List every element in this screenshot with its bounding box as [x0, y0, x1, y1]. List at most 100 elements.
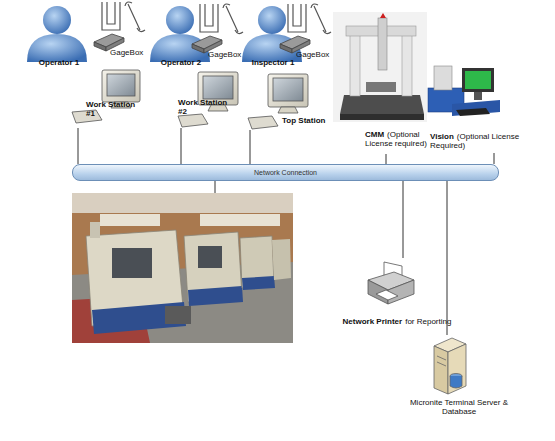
server-icon	[437, 362, 446, 366]
gagebox-device	[94, 42, 106, 51]
factory-photo	[100, 214, 160, 226]
person-icon	[27, 34, 87, 62]
node-label: for Reporting	[405, 317, 451, 326]
gauge-tools	[102, 2, 331, 34]
printer-icon	[376, 290, 398, 300]
computer-icon	[72, 70, 308, 129]
server-icon	[448, 344, 466, 394]
node-label: Network Printer	[343, 317, 403, 326]
factory-photo	[200, 214, 280, 226]
computer-icon	[203, 76, 233, 99]
node-label: Operator 2	[150, 58, 212, 67]
gagebox-device	[192, 44, 204, 53]
person-icon: Operator 2	[150, 0, 212, 68]
vision-system	[465, 71, 491, 89]
person-icon	[258, 6, 286, 34]
cmm-machine	[402, 34, 412, 96]
gauge-tools	[223, 4, 243, 34]
computer-icon	[107, 74, 135, 96]
factory-photo	[188, 286, 243, 306]
computer-icon	[273, 78, 303, 101]
person-icon	[166, 6, 194, 34]
gagebox-device: GageBox	[280, 0, 338, 60]
server-icon	[434, 346, 448, 394]
workstation: Work Station #1	[74, 66, 146, 128]
network-link	[403, 181, 404, 258]
server-icon: Micronite Terminal Server & Database	[395, 335, 520, 421]
node-label: Work Station #1	[86, 100, 136, 118]
node-label: Operator 1	[28, 58, 90, 67]
factory-photo	[272, 239, 291, 280]
factory-photo	[198, 246, 222, 268]
network-link	[250, 130, 251, 164]
node-label: Micronite Terminal Server & Database	[409, 398, 509, 416]
cmm-machine	[378, 18, 387, 70]
gauge-tools	[288, 4, 306, 32]
gauge-tools	[200, 4, 218, 32]
vision-system: Vision(Optional License Required)	[425, 55, 525, 153]
cmm-machine	[340, 95, 424, 114]
label-group: Vision(Optional License Required)	[430, 132, 525, 150]
server-icon	[437, 356, 446, 360]
gagebox-device: GageBox	[94, 0, 154, 60]
vision-system	[456, 108, 490, 116]
cmm-machine: CMM(Optional License required)	[335, 12, 437, 154]
factory-photo	[242, 276, 275, 290]
factory-photo	[165, 306, 191, 324]
person-icon: Operator 1	[28, 0, 90, 68]
node-label: Work Station #2	[178, 98, 228, 116]
computer-icon	[248, 116, 278, 129]
node-label: Vision	[430, 132, 454, 141]
factory-photo	[90, 222, 100, 238]
vision-system	[428, 66, 500, 116]
network-link	[494, 153, 495, 164]
cmm-machine	[333, 12, 427, 122]
node-label: GageBox	[296, 50, 338, 59]
person-icon	[43, 6, 71, 34]
printer-icon: Network Printerfor Reporting	[322, 258, 472, 330]
computer-icon	[278, 107, 298, 113]
label-group: CMM(Optional License required)	[365, 130, 437, 148]
printer-icon	[368, 262, 414, 304]
label-group: Network Printerfor Reporting	[322, 317, 472, 326]
vision-system	[434, 66, 452, 90]
cmm-machine	[366, 82, 396, 92]
workstation: Work Station #2	[176, 66, 244, 128]
node-label: GageBox	[110, 48, 154, 57]
factory-photo	[72, 193, 293, 213]
cmm-machine	[340, 114, 424, 120]
factory-photo	[72, 193, 293, 343]
gauge-tools	[125, 2, 145, 32]
network-link	[181, 128, 182, 164]
server-icon	[450, 376, 462, 388]
vision-system	[462, 68, 494, 92]
node-label: Inspector 1	[242, 58, 304, 67]
cmm-machine	[350, 34, 360, 96]
cmm-machine	[380, 13, 386, 18]
factory-photo	[112, 248, 152, 278]
vision-system	[474, 92, 482, 100]
person-icon	[150, 34, 210, 62]
gagebox-device: GageBox	[192, 0, 252, 60]
network-link	[386, 154, 387, 164]
gauge-tools	[102, 2, 120, 30]
computer-icon	[268, 74, 308, 107]
node-label: Network Connection	[73, 168, 498, 177]
gauge-tools	[311, 4, 331, 34]
printer-icon	[388, 280, 414, 304]
node-label: CMM	[365, 130, 384, 139]
factory-photo	[72, 193, 293, 343]
cmm-machine	[333, 12, 427, 122]
network-drop	[215, 181, 216, 193]
node-label: Top Station	[282, 116, 334, 125]
network-link	[447, 181, 448, 335]
network-link	[78, 128, 79, 164]
person-icon: Inspector 1	[242, 0, 304, 68]
gagebox-device	[280, 44, 292, 53]
server-icon	[434, 338, 466, 394]
node-label: GageBox	[208, 50, 252, 59]
person-icon	[27, 6, 302, 62]
vision-system	[452, 100, 500, 116]
computer-icon	[102, 70, 140, 102]
